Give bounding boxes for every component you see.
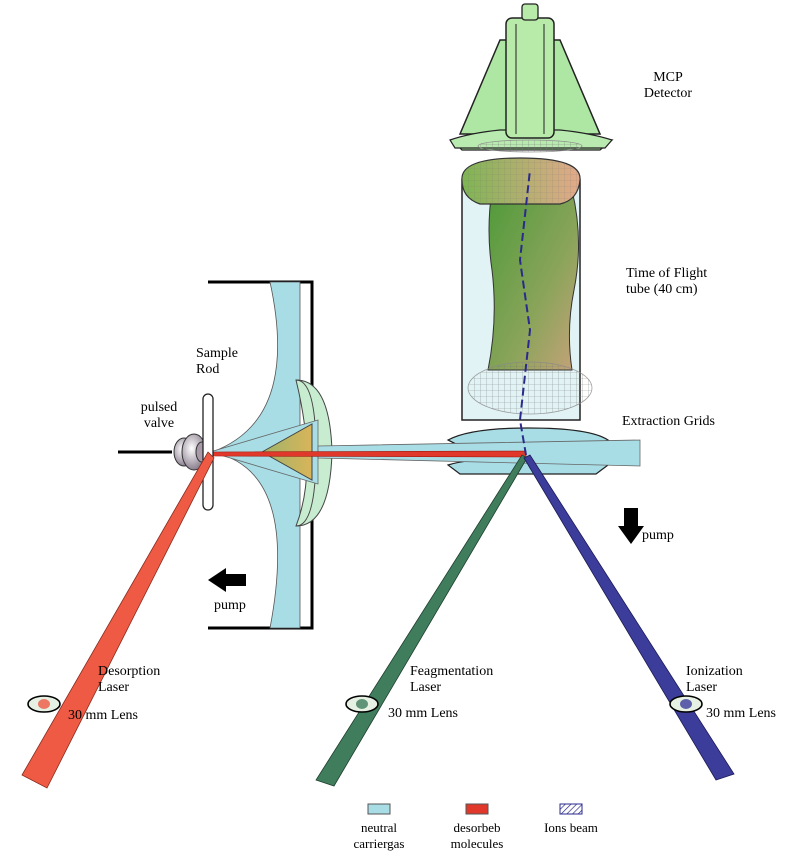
legend-swatch-desorbed — [465, 803, 489, 815]
desorption-laser-label: Desorption Laser — [98, 664, 161, 695]
fragmentation-laser-beam — [315, 454, 528, 787]
lens-left — [27, 695, 61, 713]
down-arrow-icon — [618, 508, 644, 544]
ionization-laser-label: Ionization Laser — [686, 664, 743, 695]
desorbed-molecules-beam — [209, 450, 527, 458]
lens-left-label: 30 mm Lens — [68, 708, 138, 723]
legend-swatch-neutral — [367, 803, 391, 815]
legend-swatch-ions — [559, 803, 583, 815]
pump-left-label: pump — [214, 598, 246, 613]
ionization-laser-beam — [523, 454, 735, 781]
lens-middle-label: 30 mm Lens — [388, 706, 458, 721]
desorption-laser-beam — [21, 451, 215, 789]
legend-desorbed-label: desorbeb molecules — [450, 820, 504, 851]
time-of-flight-label: Time of Flight tube (40 cm) — [626, 266, 708, 297]
fragmentation-laser-label: Feagmentation Laser — [410, 664, 494, 695]
legend-neutral-label: neutral carriergas — [353, 820, 405, 851]
lens-middle — [345, 695, 379, 713]
ions-beam-path — [518, 169, 532, 456]
mcp-detector — [449, 3, 614, 153]
legend-ions-label: Ions beam — [544, 820, 598, 835]
pulsed-valve — [118, 433, 209, 471]
pulsed-valve-label: pulsed valve — [140, 400, 178, 431]
lens-right-label: 30 mm Lens — [706, 706, 776, 721]
lens-right — [669, 695, 703, 713]
extraction-grids-label: Extraction Grids — [622, 414, 715, 429]
mcp-detector-label: MCP Detector — [643, 70, 693, 101]
left-arrow-icon — [208, 568, 246, 592]
pump-right-label: pump — [642, 528, 674, 543]
sample-rod-label: Sample Rod — [196, 346, 238, 377]
time-of-flight-tube — [461, 157, 593, 421]
